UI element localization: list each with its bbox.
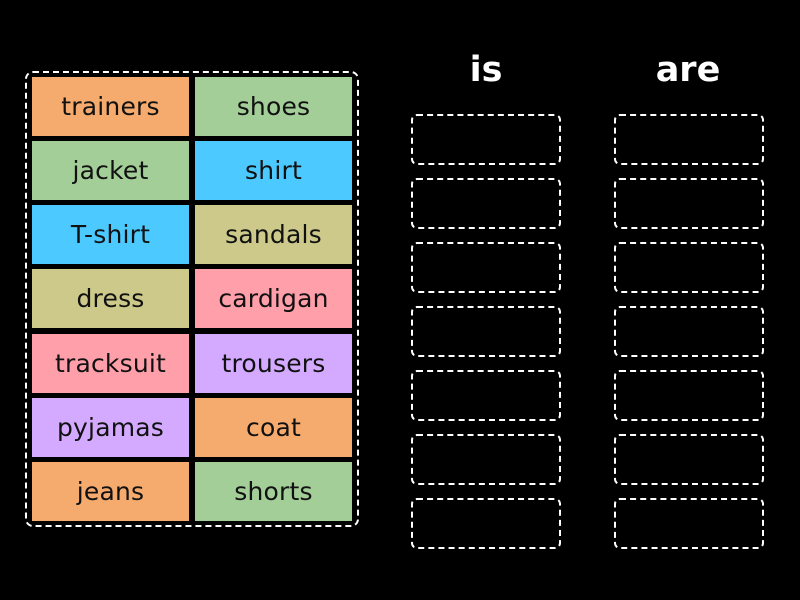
tile-label: coat — [246, 413, 301, 442]
drop-slot-is-3[interactable] — [411, 242, 561, 293]
tile-shorts[interactable]: shorts — [195, 462, 352, 521]
drop-slot-is-5[interactable] — [411, 370, 561, 421]
tile-label: shorts — [234, 477, 313, 506]
drop-slot-is-4[interactable] — [411, 306, 561, 357]
tile-label: jacket — [72, 156, 149, 185]
tile-label: dress — [76, 284, 145, 313]
tile-jeans[interactable]: jeans — [32, 462, 189, 521]
tile-label: cardigan — [218, 284, 329, 313]
column-header-is: is — [469, 50, 503, 90]
drop-slot-are-1[interactable] — [614, 114, 764, 165]
drop-slot-is-1[interactable] — [411, 114, 561, 165]
tile-pyjamas[interactable]: pyjamas — [32, 398, 189, 457]
drop-slot-are-5[interactable] — [614, 370, 764, 421]
drop-slot-are-2[interactable] — [614, 178, 764, 229]
tile-coat[interactable]: coat — [195, 398, 352, 457]
tile-label: sandals — [225, 220, 322, 249]
tile-dress[interactable]: dress — [32, 269, 189, 328]
drop-slot-is-7[interactable] — [411, 498, 561, 549]
tile-shirt[interactable]: shirt — [195, 141, 352, 200]
tile-label: shirt — [245, 156, 302, 185]
drop-slot-are-6[interactable] — [614, 434, 764, 485]
tile-label: shoes — [236, 92, 311, 121]
tile-trousers[interactable]: trousers — [195, 334, 352, 393]
drop-slot-are-3[interactable] — [614, 242, 764, 293]
tile-label: tracksuit — [54, 349, 167, 378]
tile-trainers[interactable]: trainers — [32, 77, 189, 136]
drop-slot-are-4[interactable] — [614, 306, 764, 357]
tile-sandals[interactable]: sandals — [195, 205, 352, 264]
column-header-are: are — [655, 50, 721, 90]
tile-cardigan[interactable]: cardigan — [195, 269, 352, 328]
tile-label: trainers — [61, 92, 160, 121]
tile-t-shirt[interactable]: T-shirt — [32, 205, 189, 264]
tile-jacket[interactable]: jacket — [32, 141, 189, 200]
drop-slot-is-6[interactable] — [411, 434, 561, 485]
tile-label: jeans — [76, 477, 145, 506]
tile-label: pyjamas — [56, 413, 165, 442]
drop-slot-is-2[interactable] — [411, 178, 561, 229]
source-tile-tray — [25, 71, 359, 527]
drop-slot-are-7[interactable] — [614, 498, 764, 549]
tile-shoes[interactable]: shoes — [195, 77, 352, 136]
tile-label: T-shirt — [70, 220, 151, 249]
tile-label: trousers — [221, 349, 326, 378]
tile-tracksuit[interactable]: tracksuit — [32, 334, 189, 393]
